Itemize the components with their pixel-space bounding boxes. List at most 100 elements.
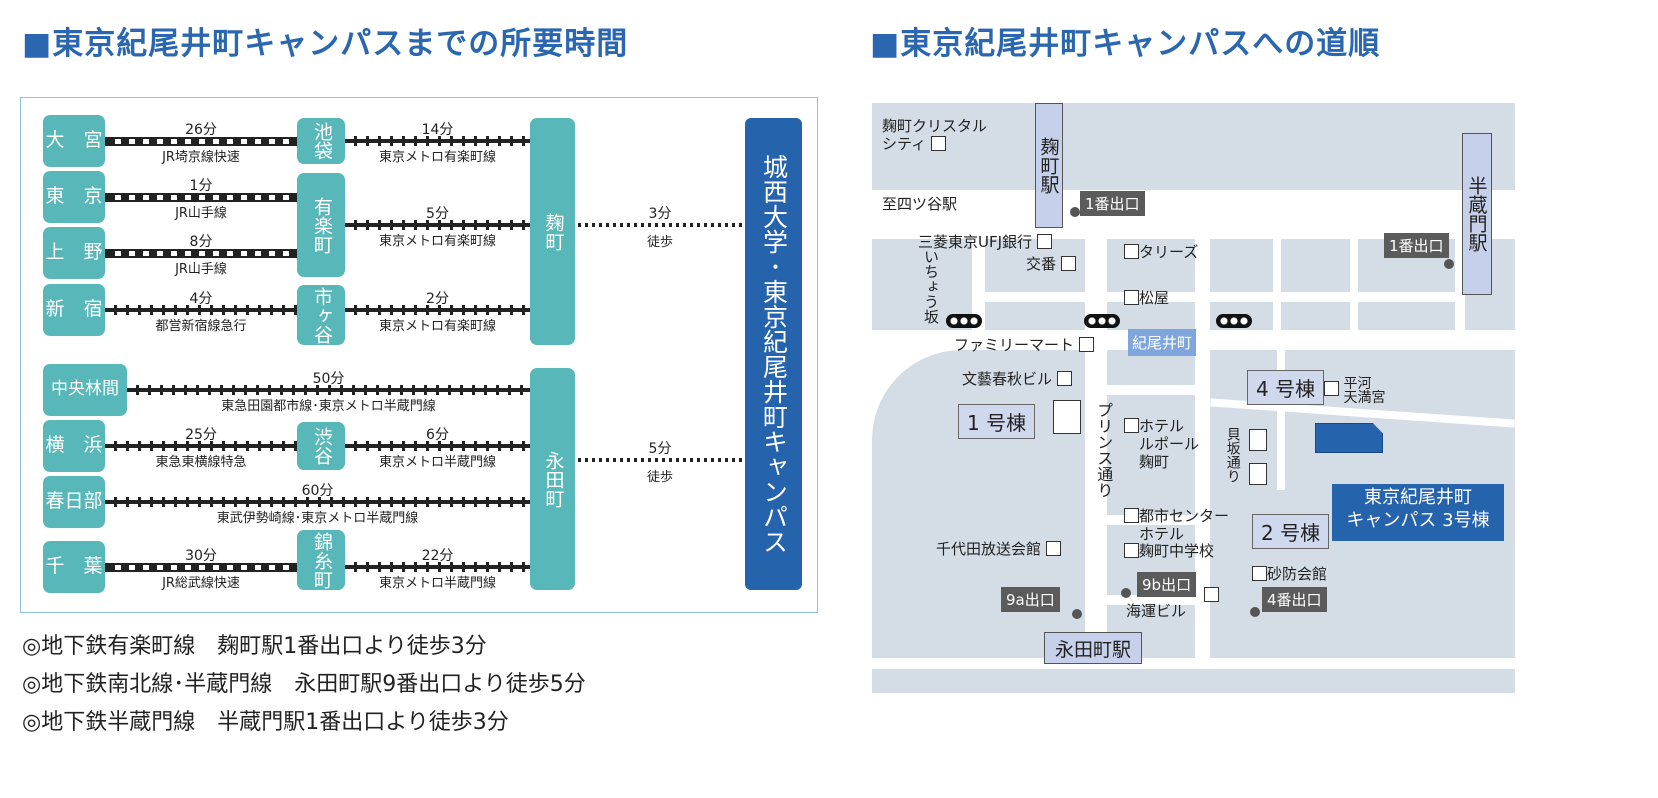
hub-station: 永田町 <box>530 368 575 590</box>
segment-1-metro-line <box>105 305 297 315</box>
map-block <box>1358 302 1455 330</box>
label-hirakawa-1: 平河 <box>1343 376 1372 392</box>
campus-building-3-label: 東京紀尾井町キャンパス 3号棟 <box>1332 484 1504 541</box>
label-school-text: 麹町中学校 <box>1139 542 1215 560</box>
map-block <box>872 103 1515 190</box>
route-diagram <box>20 97 818 613</box>
title-travel-time: ■東京紀尾井町キャンパスまでの所要時間 <box>22 26 629 62</box>
campus-label-2: キャンパス 3号棟 <box>1346 510 1490 532</box>
building-marker <box>1124 418 1139 433</box>
transfer-station: 市ヶ谷 <box>297 285 345 345</box>
origin-station: 新 宿 <box>43 284 105 336</box>
label-crystal-1: 麹町クリスタル <box>882 117 988 135</box>
transfer-station: 渋谷 <box>297 422 345 470</box>
building-2-marker <box>1249 463 1267 485</box>
building-1-label: 1 号棟 <box>958 404 1036 439</box>
transfer-station: 有楽町 <box>297 173 345 277</box>
building-1-marker <box>1053 400 1081 434</box>
exit-dot <box>1250 607 1260 617</box>
street-icho: いちょう坂 <box>922 249 940 324</box>
building-4-label: 4 号棟 <box>1247 370 1325 405</box>
segment-2-metro-line <box>345 562 530 572</box>
segment-1-time: 26分 <box>185 122 217 138</box>
label-crystal: 麹町クリスタルシティ <box>882 117 987 153</box>
segment-1-jr-line <box>105 248 297 258</box>
exit-kojimachi-1: 1番出口 <box>1080 191 1145 216</box>
segment-2-line-name: 東京メトロ有楽町線 <box>378 150 497 165</box>
label-kaiun: 海運ビル <box>1126 602 1187 620</box>
exit-dot <box>1121 588 1131 598</box>
segment-1-line-name: 都営新宿線急行 <box>155 319 247 334</box>
label-yotsuya: 至四ツ谷駅 <box>882 195 958 213</box>
campus-map: 麹町駅 半蔵門駅 永田町駅 1番出口 1番出口 9a出口 9b出口 4番出口 麹… <box>872 97 1515 693</box>
building-marker <box>930 136 946 151</box>
label-kioicho: 紀尾井町 <box>1128 329 1197 356</box>
segment-2-time: 2分 <box>426 291 449 307</box>
exit-dot <box>1070 207 1080 217</box>
segment-1-jr-line <box>105 192 297 202</box>
map-road <box>1277 350 1285 490</box>
segment-1-time: 25分 <box>185 427 217 443</box>
origin-station: 上 野 <box>43 227 105 279</box>
building-marker <box>1124 508 1139 523</box>
segment-1-time: 8分 <box>189 234 213 250</box>
map-block <box>1210 239 1273 292</box>
segment-2-metro-line <box>345 220 530 230</box>
building-marker <box>1078 337 1094 352</box>
label-matsuya-text: 松屋 <box>1139 289 1170 307</box>
street-kaisaka: 貝坂通り <box>1224 427 1241 483</box>
building-marker <box>1045 541 1061 556</box>
origin-station: 東 京 <box>43 171 105 223</box>
map-block <box>1107 239 1195 292</box>
segment-2-time: 22分 <box>421 548 454 564</box>
walk-label: 徒歩 <box>646 470 674 485</box>
segment-2-line-name: 東京メトロ有楽町線 <box>378 319 497 334</box>
origin-station: 大 宮 <box>43 115 105 167</box>
origin-station: 春日部 <box>43 476 105 528</box>
label-crystal-2: シティ <box>882 135 927 153</box>
label-school: 麹町中学校 <box>1124 542 1214 560</box>
segment-2-line-name: 東京メトロ半蔵門線 <box>378 576 497 591</box>
note-2: ◎地下鉄南北線･半蔵門線 永田町駅9番出口より徒歩5分 <box>22 672 586 697</box>
building-marker <box>1036 234 1052 249</box>
map-block <box>985 302 1085 330</box>
label-hirakawa-group: 平河天満宮 <box>1343 377 1385 405</box>
label-koban: 交番 <box>1026 255 1076 273</box>
map-block <box>1107 395 1195 515</box>
segment-1-line-name: JR総武線快速 <box>162 576 240 591</box>
label-toshi-1: 都市センター <box>1139 507 1230 525</box>
label-toshi: 都市センター ホテル <box>1124 507 1229 543</box>
origin-station: 横 浜 <box>43 420 105 472</box>
exit-dot <box>1072 609 1082 619</box>
label-matsuya: 松屋 <box>1124 289 1169 307</box>
segment-2-line-name: 東京メトロ有楽町線 <box>378 234 497 249</box>
segment-1-time: 50分 <box>312 371 345 387</box>
walk-label: 徒歩 <box>646 235 674 250</box>
walking-path <box>578 223 743 227</box>
segment-1-time: 1分 <box>189 178 213 194</box>
building-marker <box>1056 371 1072 386</box>
segment-1-metro-line <box>105 441 297 451</box>
label-hotel-3: 麹町 <box>1139 453 1170 471</box>
building-marker <box>1060 256 1076 271</box>
segment-1-metro-line <box>127 385 530 395</box>
label-famima: ファミリーマート <box>954 336 1094 354</box>
map-block <box>872 669 1515 693</box>
segment-1-time: 30分 <box>185 548 217 564</box>
segment-1-jr-line <box>105 562 297 572</box>
label-hotel-1: ホテル <box>1139 417 1185 435</box>
campus-label-1: 東京紀尾井町 <box>1364 487 1472 508</box>
map-block <box>1281 302 1350 330</box>
label-ufj-text: 三菱東京UFJ銀行 <box>918 233 1033 251</box>
exit-hanzomon-1: 1番出口 <box>1384 233 1449 258</box>
label-toshi-2: ホテル <box>1139 525 1185 543</box>
segment-2-line-name: 東京メトロ半蔵門線 <box>378 455 497 470</box>
traffic-signal-icon <box>946 314 982 328</box>
segment-1-time: 60分 <box>301 483 334 499</box>
building-marker <box>1124 290 1139 305</box>
building-marker <box>1124 543 1139 558</box>
building-4-marker <box>1249 429 1267 451</box>
label-famima-text: ファミリーマート <box>954 336 1075 354</box>
segment-2-time: 6分 <box>426 427 449 443</box>
label-tullys-text: タリーズ <box>1139 243 1199 261</box>
